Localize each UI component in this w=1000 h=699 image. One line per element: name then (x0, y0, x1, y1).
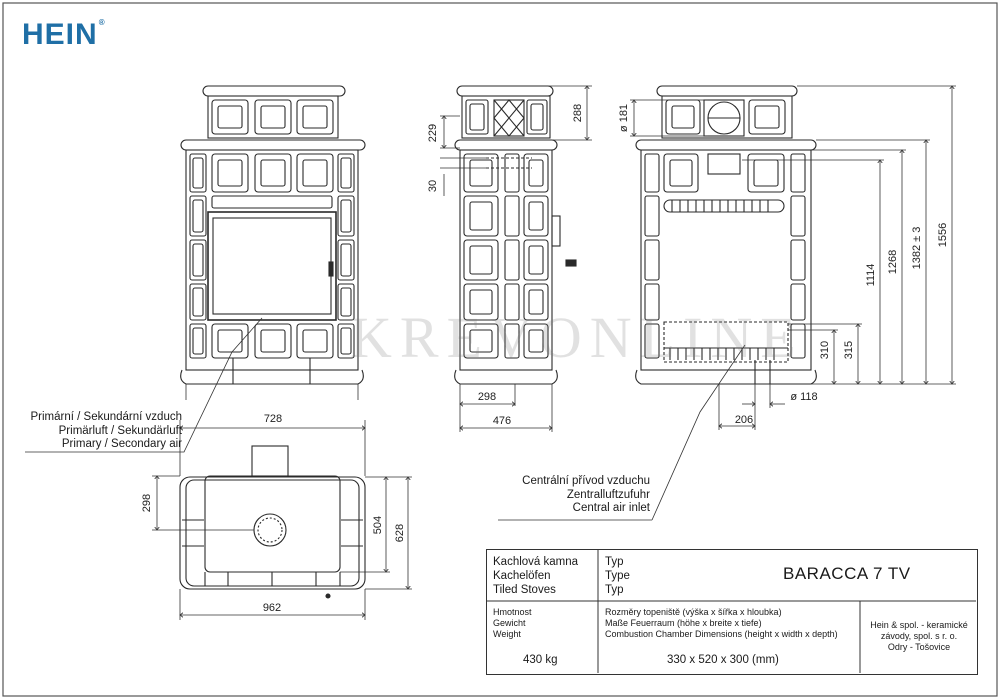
side-view (454, 85, 577, 385)
tb-category: Kachlová kamna Kachelöfen Tiled Stoves (493, 556, 579, 596)
dim-118: ø 118 (790, 391, 817, 403)
primary-air-note: Primární / Sekundární vzduch Primärluft … (30, 411, 183, 450)
tb-weight-value: 430 kg (523, 654, 558, 666)
title-block-grid (486, 549, 976, 673)
dim-plan-width: 728 (264, 413, 282, 425)
dim-1268: 1268 (887, 250, 899, 274)
plan-view (179, 445, 366, 599)
dim-1114: 1114 (865, 264, 877, 287)
dim-30: 30 (427, 180, 439, 192)
tb-chamber-value: 330 x 520 x 300 (mm) (667, 654, 779, 666)
hein-logo: HEIN® (22, 18, 106, 51)
dim-628: 628 (394, 524, 406, 542)
dim-310: 310 (819, 341, 831, 359)
dim-flue: ø 181 (618, 104, 630, 132)
front-view (180, 85, 366, 385)
dim-315: 315 (843, 341, 855, 359)
dim-side-298: 298 (478, 391, 496, 403)
title-block: Kachlová kamna Kachelöfen Tiled Stoves T… (486, 549, 978, 675)
tb-company: Hein & spol. - keramické závody, spol. s… (870, 620, 968, 652)
dim-plan-298: 298 (141, 494, 153, 512)
tb-model: BARACCA 7 TV (783, 564, 911, 583)
dim-1382: 1382 ± 3 (911, 227, 923, 270)
tb-weight-labels: Hmotnost Gewicht Weight (493, 607, 532, 639)
dimension-labels: 728 229 30 288 298 476 ø 181 1556 1382 ±… (141, 104, 949, 614)
dim-206: 206 (735, 414, 753, 426)
dim-288: 288 (572, 104, 584, 122)
watermark: KREVONLINE (350, 305, 804, 370)
central-air-note: Centrální přívod vzduchu Zentralluftzufu… (522, 475, 650, 514)
dim-504: 504 (372, 516, 384, 534)
dim-229: 229 (427, 124, 439, 142)
dimension-lines (25, 86, 956, 620)
tb-type-labels: Typ Type Typ (605, 556, 630, 596)
tb-chamber-labels: Rozměry topeniště (výška x šířka x hloub… (605, 607, 838, 639)
dim-1556: 1556 (937, 223, 949, 247)
dim-side-476: 476 (493, 415, 511, 427)
dim-962: 962 (263, 602, 281, 614)
